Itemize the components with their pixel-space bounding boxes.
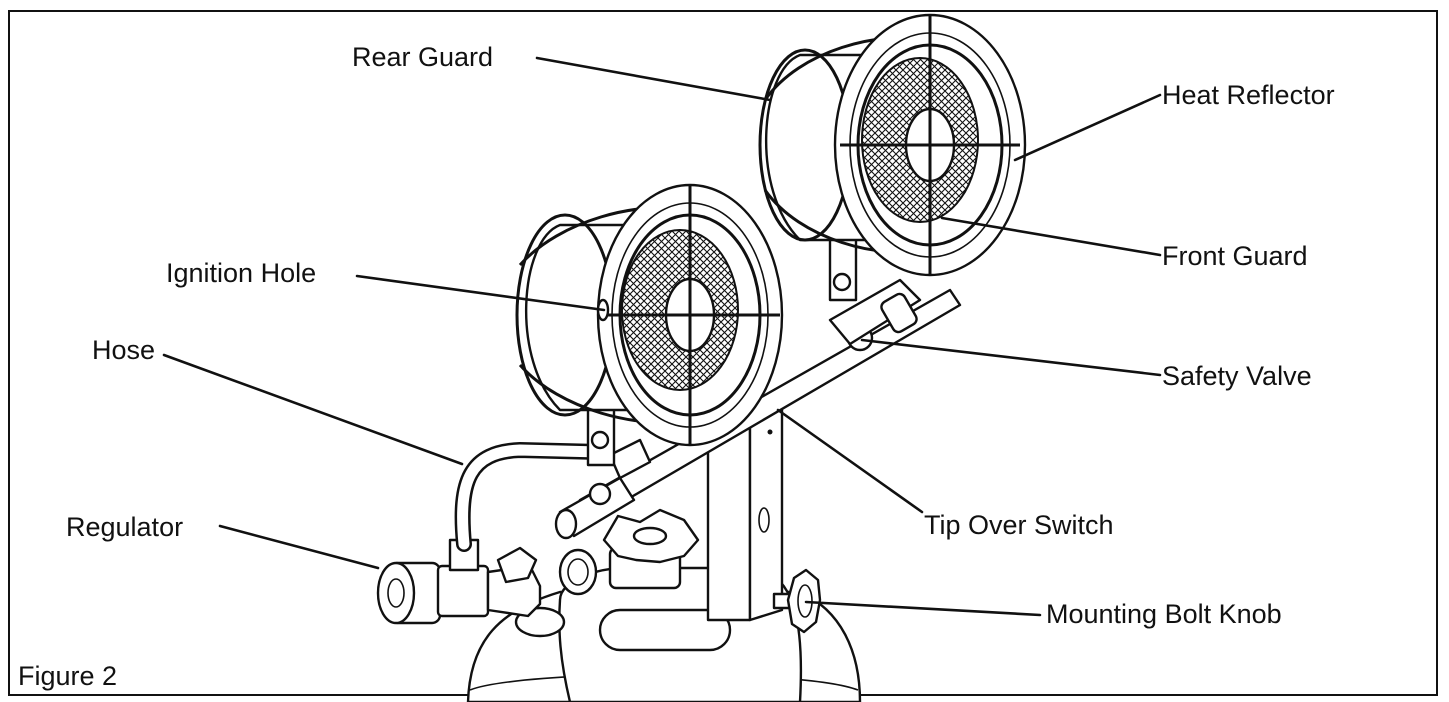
tank-adapter [514, 548, 598, 638]
label-rear-guard: Rear Guard [352, 42, 494, 72]
label-regulator: Regulator [66, 512, 184, 542]
leader-front-guard [940, 216, 1162, 257]
label-heat-reflector: Heat Reflector [1162, 80, 1335, 110]
regulator [376, 538, 542, 625]
figure-label: Figure 2 [18, 661, 118, 691]
mounting-column [706, 398, 784, 622]
leader-regulator [218, 524, 380, 570]
safety-valve [608, 278, 922, 480]
label-hose: Hose [92, 335, 156, 365]
right-burner-head [758, 13, 1027, 302]
leader-mounting-bolt-knob [804, 600, 1042, 617]
leader-rear-guard [535, 56, 772, 102]
leader-heat-reflector [1013, 93, 1162, 162]
leader-lines [162, 56, 1162, 617]
leader-tip-over-switch [776, 408, 924, 514]
label-tip-over-switch: Tip Over Switch [924, 510, 1114, 540]
mounting-bolt-knob [772, 568, 822, 634]
manifold-pipe [554, 288, 962, 540]
tank-valve-knob [602, 508, 700, 590]
label-safety-valve: Safety Valve [1162, 361, 1312, 391]
hose [454, 441, 608, 552]
label-front-guard: Front Guard [1162, 241, 1308, 271]
leader-safety-valve [860, 338, 1162, 377]
left-burner-head [515, 183, 784, 467]
label-mounting-bolt-knob: Mounting Bolt Knob [1046, 599, 1282, 629]
label-ignition-hole: Ignition Hole [166, 258, 317, 288]
leader-ignition-hole [355, 274, 606, 312]
leader-hose [162, 353, 464, 466]
